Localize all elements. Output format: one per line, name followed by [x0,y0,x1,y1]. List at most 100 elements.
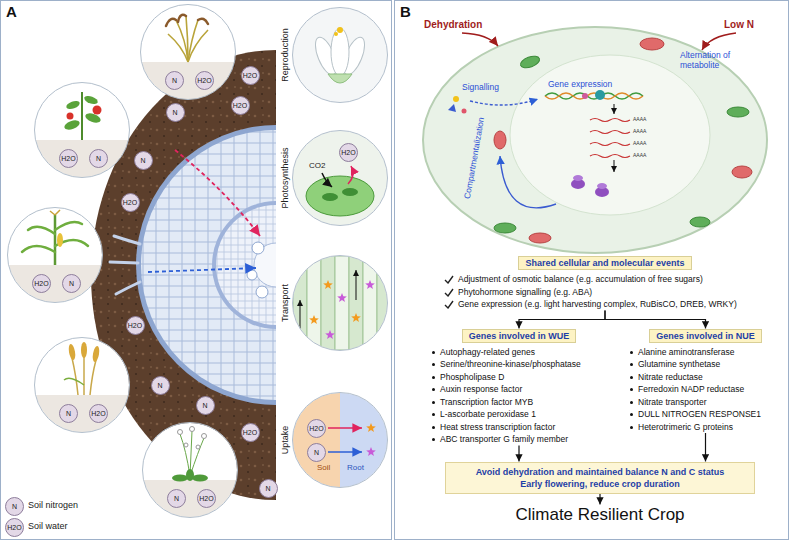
list-row: Autophagy-related genes [430,346,608,359]
process-label: Gene expression [548,79,612,89]
list-row: L-ascorbate peroxidase 1 [430,408,608,421]
bullet-dot [630,388,633,391]
outcome-box: Avoid dehydration and maintained balance… [445,462,755,494]
list-item: Phospholipase D [440,372,504,382]
crop-circle: H2ON [7,207,103,303]
list-row: Ferredoxin NADP reductase [628,383,783,396]
bullet-dot [630,426,633,429]
nutrient-chip: H2O [59,149,78,168]
bullet-dot [630,351,633,354]
nutrient-text: N [152,377,169,394]
polya-label: AAAA [633,140,646,146]
list-row: ABC transporter G family member [430,433,608,446]
bullet-dot [432,438,435,441]
nutrient-chip: H2O [32,274,51,293]
flow-arrow [518,446,519,462]
list-item: Auxin response factor [440,384,522,394]
nutrient-text: H2O [232,97,249,114]
nutrient-circle: N [134,151,153,170]
list-item: Adjustment of osmotic balance (e.g. accu… [458,274,703,284]
nutrient-chip: N [59,404,78,423]
function-label: Transport [280,284,290,322]
nutrient-text: H2O [242,67,259,84]
bullet-dot [432,376,435,379]
gene-list: Genes involved in NUE Alanine aminotransf… [628,329,783,434]
nutrient-text: N [135,152,152,169]
nutrient-circle: H2O [241,66,260,85]
bullet-dot [432,426,435,429]
nutrient-chip: N [167,489,186,508]
list-item: L-ascorbate peroxidase 1 [440,409,536,419]
process-label: Signalling [462,82,499,92]
list-row: Nitrate reductase [628,371,783,384]
rice-plant [140,5,236,102]
maize-plant [7,208,103,305]
nutrient-text: N [260,480,277,497]
root-hairs [110,236,140,294]
gene-list: Genes involved in WUEAutophagy-related g… [430,329,608,446]
list-item: Alanine aminotransferase [638,347,734,357]
nutrient-chip: H2O [195,71,214,90]
stress-label: Low N [724,19,754,30]
list-item: Transcription factor MYB [440,397,533,407]
nutrient-chip: H2O [197,489,216,508]
list-row: Glutamine synthetase [628,358,783,371]
photosynthesis-art [293,131,387,225]
region-label: Root [347,463,364,472]
list-row: Transcription factor MYB [430,396,608,409]
list-row: Heat stress transcription factor [430,421,608,434]
nutrient-text: H2O [242,424,259,441]
list-row: DULL NITROGEN RESPONSE1 [628,408,783,421]
list-row: Serine/threonine-kinase/phosphatase [430,358,608,371]
nutrient-circle: N [151,376,170,395]
stress-label: Dehydration [424,19,482,30]
panel-letter: B [400,3,411,20]
bullet-dot [432,388,435,391]
crop-circle: NH2O [140,4,236,100]
polya-label: AAAA [633,128,646,134]
wheat-plant [34,338,130,435]
nutrient-circle: N [259,479,278,498]
nutrient-circle: N [196,396,215,415]
region-label: Soil [317,463,330,472]
nutrient-text: N [197,397,214,414]
bullet-dot [630,363,633,366]
nutrient-circle: H2O [126,316,145,335]
nutrient-text: H2O [122,194,139,211]
list-item: Serine/threonine-kinase/phosphatase [440,359,581,369]
group-header: Genes involved in NUE [649,329,762,343]
check-mark [444,288,454,297]
root-section [136,125,276,405]
list-row: Nitrate transporter [628,396,783,409]
nutrient-text: H2O [127,317,144,334]
process-label: Alternation of metabolite [680,50,754,70]
function-label: Uptake [280,426,290,455]
nutrient-circle: N [166,103,185,122]
function-circle: Reproduction [292,7,388,103]
polya-label: AAAA [633,116,646,122]
list-item: Heterotrimeric G proteins [638,422,733,432]
legend-symbol-text: N [5,497,24,516]
check-mark [444,275,454,284]
list-row: Auxin response factor [430,383,608,396]
panel-letter: A [6,3,17,20]
check-mark [444,300,454,309]
flow-arrow [605,311,706,329]
list-item: ABC transporter G family member [440,434,568,444]
nutrient-chip: N [307,443,326,462]
list-item: Glutamine synthetase [638,359,720,369]
plant-cell [423,27,767,253]
list-row: Heterotrimeric G proteins [628,421,783,434]
crop-circle: NH2O [34,337,130,433]
function-label: Photosynthesis [280,147,290,208]
soil [91,50,461,500]
bullet-dot [630,413,633,416]
crop-circle: N H2O [142,422,238,518]
uptake-art [292,392,388,488]
flow-arrow [519,311,605,329]
nutrient-circle: H2O [231,96,250,115]
tomato-plant [34,83,130,180]
list-item: Nitrate transporter [638,397,707,407]
flow-arrows [148,150,260,272]
list-item: Autophagy-related genes [440,347,535,357]
